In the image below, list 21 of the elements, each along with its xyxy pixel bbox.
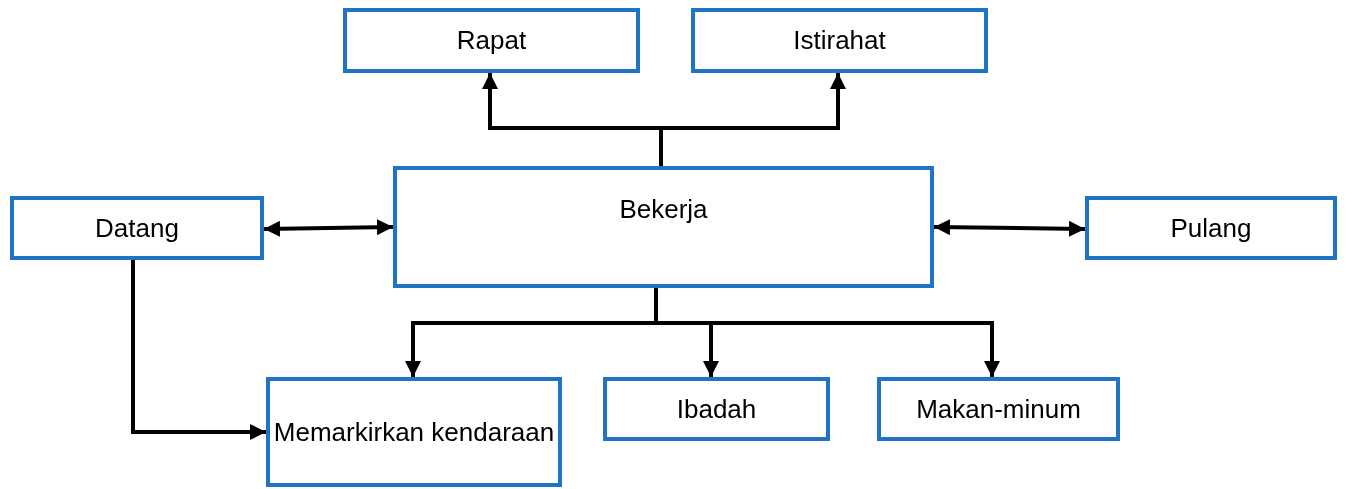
process-box [393, 166, 934, 288]
box-label: Datang [95, 211, 179, 245]
process-box [603, 377, 830, 441]
box-label: Bekerja [619, 193, 708, 226]
arrow [263, 219, 394, 237]
process-box [877, 377, 1120, 441]
arrow [659, 73, 846, 166]
process-box [691, 8, 988, 73]
box-label: Istirahat [793, 24, 886, 58]
box-label: Ibadah [676, 392, 757, 426]
arrow [654, 288, 1000, 377]
process-box [266, 377, 562, 487]
process-box [1085, 196, 1337, 260]
process-box [343, 8, 640, 73]
box-label: Rapat [456, 24, 527, 58]
box-label: Makan-minum [916, 392, 1081, 426]
arrow [933, 219, 1086, 237]
box-label: Pulang [1170, 211, 1252, 245]
process-box [10, 196, 264, 260]
arrow [131, 260, 266, 440]
box-label: Memarkirkan kendaraan [273, 415, 555, 449]
